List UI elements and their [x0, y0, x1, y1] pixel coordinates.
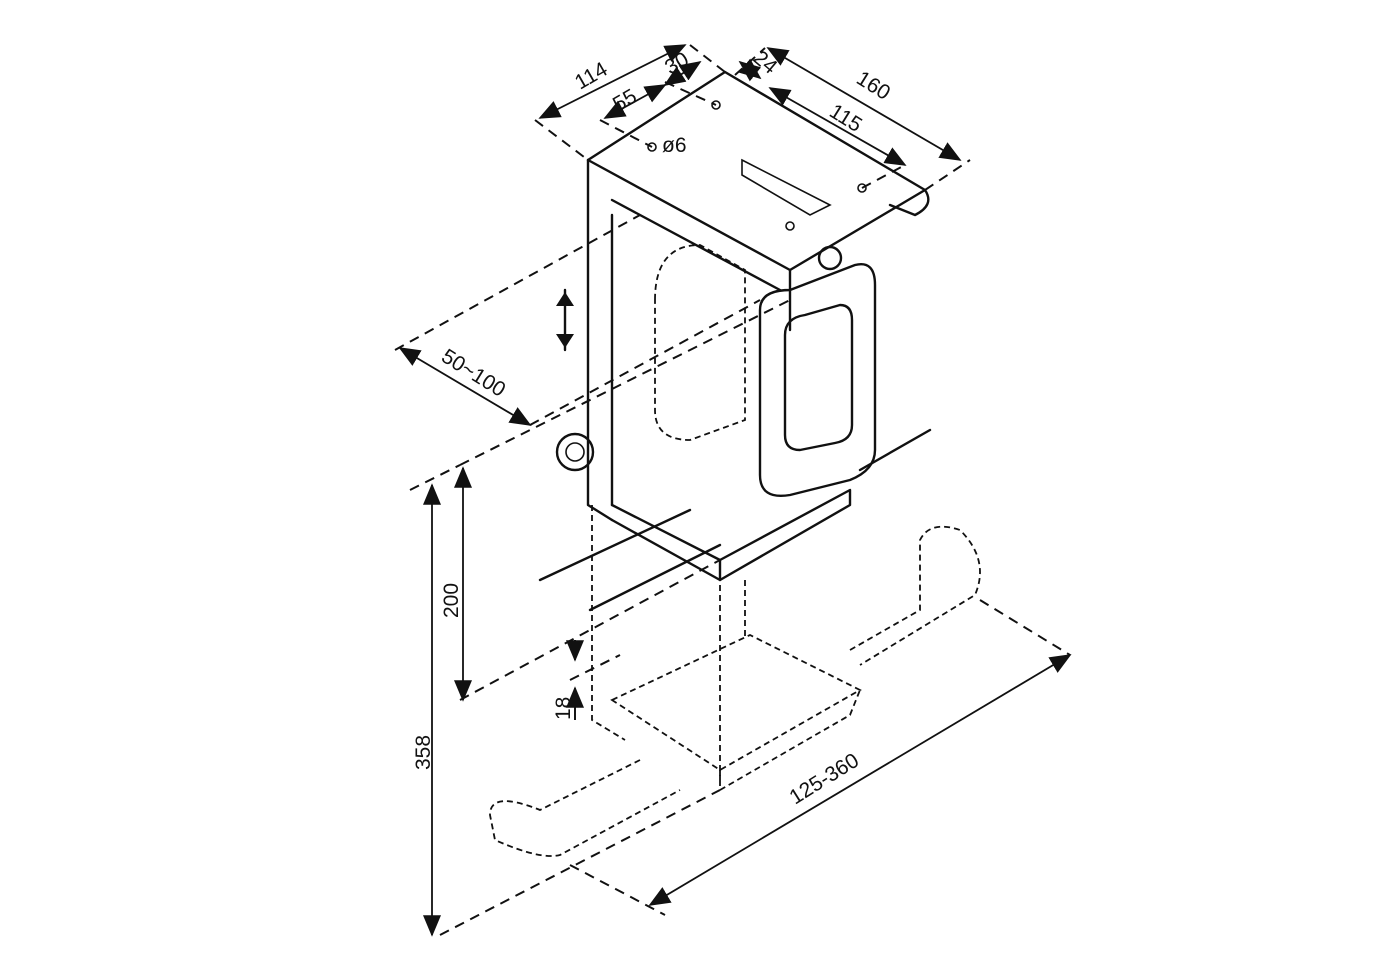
- dim-max-height: 358: [412, 735, 435, 770]
- holder-body: [538, 70, 932, 612]
- dim-width-range: 125-360: [785, 749, 863, 809]
- dim-base-thickness: 18: [552, 697, 575, 720]
- dim-top-depth: 114: [571, 58, 612, 95]
- dim-height-adjust: 50~100: [437, 345, 509, 402]
- dim-hole-offset-front: 55: [609, 85, 641, 117]
- dimension-lines: [394, 44, 1072, 937]
- dim-min-height: 200: [440, 583, 463, 618]
- dim-hole-diameter: ø6: [662, 134, 687, 157]
- dim-top-width: 160: [852, 67, 894, 105]
- dim-slot-length: 115: [825, 100, 866, 137]
- dim-hole-offset-back: 30: [661, 48, 693, 80]
